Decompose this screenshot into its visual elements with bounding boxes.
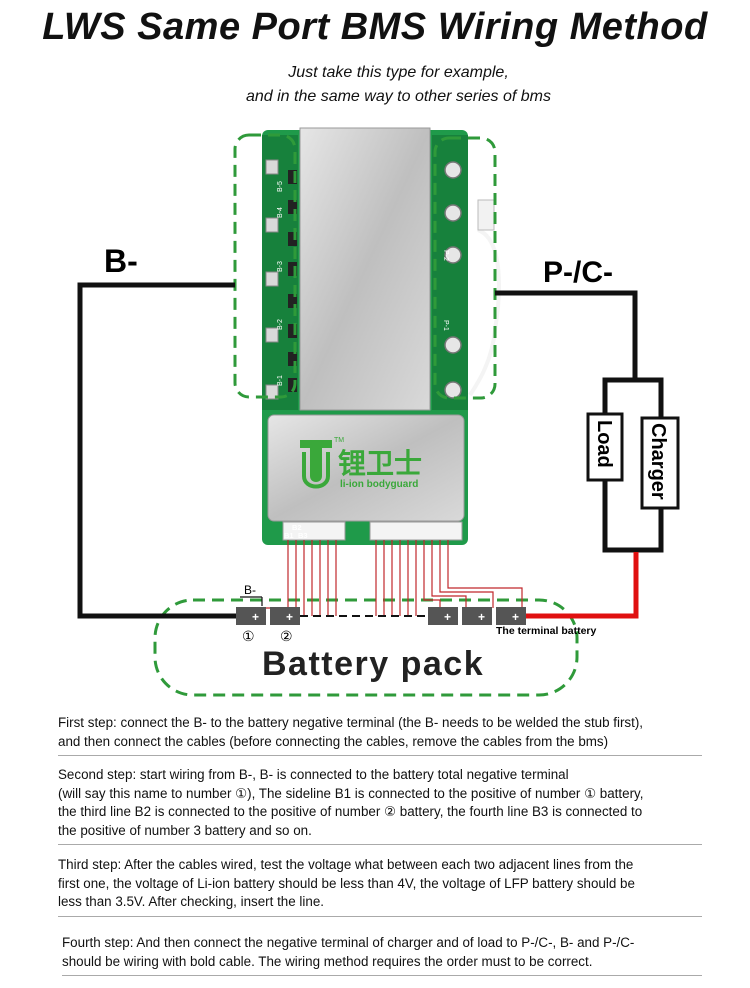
step-1-line-2: and then connect the cables (before conn… <box>58 733 609 749</box>
terminal-battery-label: The terminal battery <box>496 625 597 637</box>
label-p1: P-1 <box>442 320 449 331</box>
label-b1: B-1 <box>277 375 284 386</box>
pc-minus-wire <box>495 290 638 380</box>
step-3-line-2: first one, the voltage of Li-ion battery… <box>58 875 635 891</box>
subtitle-line-2: and in the same way to other series of b… <box>245 88 552 105</box>
step-2-line-2: (will say this name to number ①), The si… <box>58 785 644 801</box>
battery-pack-label: Battery pack <box>262 645 484 683</box>
load-box: Load <box>586 412 624 482</box>
right-highlight <box>433 136 497 400</box>
svg-text:+: + <box>444 610 451 624</box>
step-3: Third step: After the cables wired, test… <box>58 856 702 917</box>
b-minus-small-label: B- <box>244 583 256 597</box>
right-pads <box>444 161 462 399</box>
label-b2: B-2 <box>277 319 284 330</box>
step-4: Fourth step: And then connect the negati… <box>62 934 702 976</box>
label-b4: B-4 <box>277 207 284 218</box>
b-minus-wire <box>77 282 236 619</box>
step-2-line-3: the third line B2 is connected to the po… <box>58 804 643 819</box>
svg-text:+: + <box>478 610 485 624</box>
cell-number-1: ① <box>242 628 255 644</box>
svg-text:+: + <box>252 610 259 624</box>
step-2-line-1: Second step: start wiring from B-, B- is… <box>58 767 569 782</box>
left-highlight <box>233 133 297 399</box>
step-1-line-1: First step: connect the B- to the batter… <box>58 715 644 730</box>
subtitle-line-1: Just take this type for example, <box>288 64 509 81</box>
svg-text:+: + <box>286 610 293 624</box>
label-b3: B-3 <box>277 261 284 272</box>
brand-english: li-ion bodyguard <box>340 479 418 490</box>
page-title: LWS Same Port BMS Wiring Method <box>42 6 708 48</box>
label-b3-small: B3 <box>298 531 308 540</box>
charger-label: Charger <box>647 423 669 500</box>
label-b1-small: B1 <box>284 531 294 540</box>
cell-number-2: ② <box>280 628 293 644</box>
b-minus-label: B- <box>104 243 138 279</box>
step-3-line-1: Third step: After the cables wired, test… <box>58 857 634 872</box>
battery-cells: + + + + + <box>236 607 526 625</box>
battery-pack-outline <box>153 598 579 697</box>
step-4-line-1: Fourth step: And then connect the negati… <box>62 935 635 950</box>
step-1: First step: connect the B- to the batter… <box>58 714 702 756</box>
svg-text:+: + <box>512 610 519 624</box>
label-p2: P-2 <box>442 250 449 261</box>
balance-wires <box>240 540 523 616</box>
charger-box: Charger <box>640 416 680 510</box>
trademark: TM <box>334 437 344 444</box>
label-b5: B-5 <box>277 181 284 192</box>
step-2-line-4: the positive of number 3 battery and so … <box>58 822 312 838</box>
step-3-line-3: less than 3.5V. After checking, insert t… <box>58 894 324 909</box>
brand-logo: TM 锂卫士 li-ion bodyguard <box>300 437 422 490</box>
brand-chinese: 锂卫士 <box>338 447 422 480</box>
bms-board: B-5 B-4 B-3 B-2 B-1 P-2 P-1 TM 锂卫士 li-io… <box>262 127 501 545</box>
red-positive-wire <box>525 552 639 619</box>
step-4-line-2: should be wiring with bold cable. The wi… <box>62 953 593 969</box>
pc-minus-label: P-/C- <box>543 256 613 289</box>
label-b2-small: B2 <box>292 523 302 532</box>
load-label: Load <box>593 420 615 468</box>
wiring-diagram: B-5 B-4 B-3 B-2 B-1 P-2 P-1 TM 锂卫士 li-io… <box>77 127 680 697</box>
step-2: Second step: start wiring from B-, B- is… <box>58 766 702 845</box>
